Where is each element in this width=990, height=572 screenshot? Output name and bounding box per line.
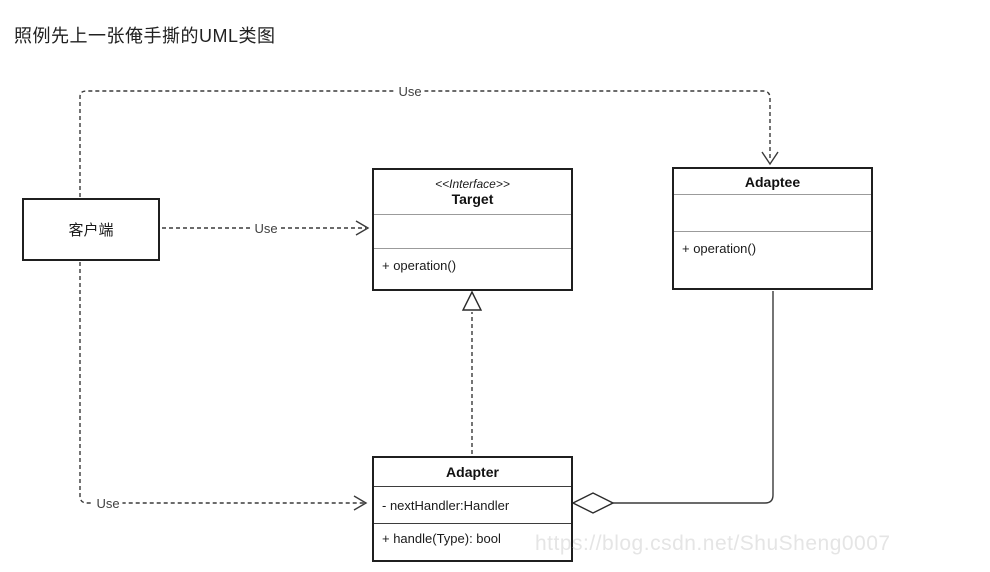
use-label-client-adapter: Use — [93, 496, 123, 512]
use-connector-client-adapter — [79, 262, 364, 504]
target-methods-section: + operation() — [374, 249, 571, 289]
adaptee-header: Adaptee — [674, 169, 871, 195]
realization-triangle-icon — [461, 290, 483, 311]
open-arrowhead-right-icon — [353, 495, 368, 511]
adapter-attribute: - nextHandler:Handler — [382, 497, 510, 513]
uml-class-target: <<Interface>> Target + operation() — [372, 168, 573, 291]
adaptee-attributes-section — [674, 195, 871, 232]
aggregation-connector-adapter-adaptee — [613, 291, 774, 504]
target-class-name: Target — [451, 191, 494, 207]
adaptee-methods-section: + operation() — [674, 232, 871, 288]
adapter-header: Adapter — [374, 458, 571, 487]
adaptee-class-name: Adaptee — [744, 173, 801, 190]
uml-class-client: 客户端 — [22, 198, 160, 261]
open-arrowhead-down-icon — [761, 151, 779, 166]
target-header: <<Interface>> Target — [374, 170, 571, 215]
target-stereotype: <<Interface>> — [435, 177, 510, 191]
csdn-watermark: https://blog.csdn.net/ShuSheng0007 — [535, 532, 891, 555]
target-attributes-section — [374, 215, 571, 249]
aggregation-diamond-icon — [571, 492, 615, 514]
adaptee-method: + operation() — [682, 241, 757, 256]
open-arrowhead-right-icon — [355, 220, 370, 236]
adapter-class-name: Adapter — [446, 464, 499, 480]
use-label-client-target: Use — [251, 221, 281, 237]
adapter-method: + handle(Type): bool — [382, 531, 501, 546]
adapter-attributes-section: - nextHandler:Handler — [374, 487, 571, 524]
target-method: + operation() — [382, 258, 457, 273]
page-title: 照例先上一张俺手撕的UML类图 — [14, 26, 276, 46]
uml-class-adaptee: Adaptee + operation() — [672, 167, 873, 290]
client-class-name: 客户端 — [68, 222, 114, 239]
adapter-methods-section: + handle(Type): bool — [374, 524, 571, 560]
uml-class-adapter: Adapter - nextHandler:Handler + handle(T… — [372, 456, 573, 562]
use-label-client-adaptee: Use — [395, 84, 425, 100]
